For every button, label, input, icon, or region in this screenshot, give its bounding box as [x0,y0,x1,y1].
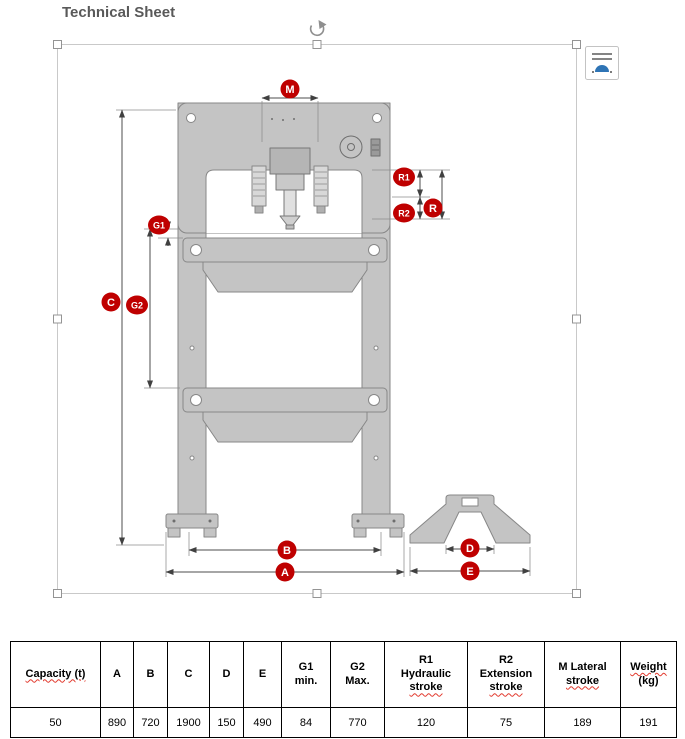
value-capacity[interactable]: 50 [10,707,101,738]
spring-nut [316,205,326,214]
header-row: Capacity (t) A B C D E G1 min. G2 Max. R… [10,641,677,708]
pump-port [339,135,363,159]
value-weight[interactable]: 191 [620,707,677,738]
svg-text:B: B [283,545,291,557]
spec-table-container: Capacity (t) A B C D E G1 min. G2 Max. R… [10,641,677,738]
dim-label-R1: R1 [393,167,415,187]
svg-text:G1: G1 [153,221,165,231]
svg-text:G2: G2 [131,301,143,311]
col-header-e[interactable]: E [243,641,282,708]
dimension-labels: M C G2 G1 R1 R2 R B A [101,79,480,582]
handle-mid-right[interactable] [572,314,581,324]
release-valve [370,138,381,157]
plate-slot [461,497,479,507]
column-hole [373,345,379,351]
value-g1[interactable]: 84 [281,707,331,738]
bolster-channel [202,411,368,443]
value-g2[interactable]: 770 [330,707,385,738]
page-title: Technical Sheet [62,4,176,21]
bolster-pin-hole [368,244,380,256]
svg-text:M: M [285,84,294,96]
press-plates [409,494,531,544]
col-header-a[interactable]: A [100,641,134,708]
hydraulic-cylinder [251,147,329,230]
svg-text:E: E [466,566,473,578]
cylinder-gland [275,173,305,191]
column-hole [373,455,379,461]
piston-rod [283,189,297,217]
dim-label-D: D [460,538,480,558]
head-dot [282,119,284,121]
col-header-c[interactable]: C [167,641,210,708]
bolster-pin-hole [190,244,202,256]
col-header-g2[interactable]: G2 Max. [330,641,385,708]
selection-handles [53,40,581,598]
value-c[interactable]: 1900 [167,707,210,738]
spring-nut [254,205,264,214]
col-header-m[interactable]: M Lateral stroke [544,641,621,708]
col-header-b[interactable]: B [133,641,168,708]
head-bolt [372,113,382,123]
ram-tip [285,224,295,230]
value-r2[interactable]: 75 [467,707,545,738]
col-header-capacity[interactable]: Capacity (t) [10,641,101,708]
press-feet [165,513,405,538]
handle-bottom-right[interactable] [572,589,581,598]
pump-port-inner [347,143,355,151]
svg-text:R2: R2 [398,209,410,219]
dim-label-M: M [280,79,300,99]
value-b[interactable]: 720 [133,707,168,738]
svg-text:R: R [429,203,437,215]
layout-options-icon [592,53,612,73]
upper-bolster [182,237,388,293]
svg-text:D: D [466,543,474,555]
value-e[interactable]: 490 [243,707,282,738]
extension-lines [116,101,531,577]
svg-text:A: A [281,567,289,579]
rotate-handle-icon[interactable] [309,20,327,37]
dim-label-C: C [101,292,121,312]
column-hole [189,455,195,461]
dim-label-B: B [277,540,297,560]
dim-label-R2: R2 [393,203,415,223]
bolster-channel [202,261,368,293]
value-m[interactable]: 189 [544,707,621,738]
handle-top-center[interactable] [312,40,322,49]
col-header-weight[interactable]: Weight (kg) [620,641,677,708]
technical-drawing[interactable]: M C G2 G1 R1 R2 R B A [0,0,685,630]
handle-top-left[interactable] [53,40,62,49]
handle-bottom-left[interactable] [53,589,62,598]
svg-text:C: C [107,297,115,309]
spring-coils [253,171,327,197]
head-dot [293,118,295,120]
lower-bolster [182,387,388,443]
dim-label-G1: G1 [148,215,170,235]
handle-top-right[interactable] [572,40,581,49]
col-header-d[interactable]: D [209,641,244,708]
col-header-r1[interactable]: R1 Hydraulic stroke [384,641,468,708]
dim-label-R: R [423,198,443,218]
head-bolt [186,113,196,123]
col-header-r2[interactable]: R2 Extension stroke [467,641,545,708]
dim-label-A: A [275,562,295,582]
value-a[interactable]: 890 [100,707,134,738]
handle-bottom-center[interactable] [312,589,322,598]
handle-mid-left[interactable] [53,314,62,324]
dim-label-G2: G2 [126,295,148,315]
cylinder-body [269,147,311,175]
value-r1[interactable]: 120 [384,707,468,738]
column-hole [189,345,195,351]
bolster-pin-hole [190,394,202,406]
bolster-pin-hole [368,394,380,406]
svg-text:R1: R1 [398,173,410,183]
layout-options-button[interactable] [585,46,619,80]
value-row: 50 890 720 1900 150 490 84 770 120 75 18… [10,707,677,738]
value-d[interactable]: 150 [209,707,244,738]
col-header-g1[interactable]: G1 min. [281,641,331,708]
spec-table: Capacity (t) A B C D E G1 min. G2 Max. R… [10,641,677,738]
head-dot [271,118,273,120]
dim-label-E: E [460,561,480,581]
press-drawing [165,102,531,544]
